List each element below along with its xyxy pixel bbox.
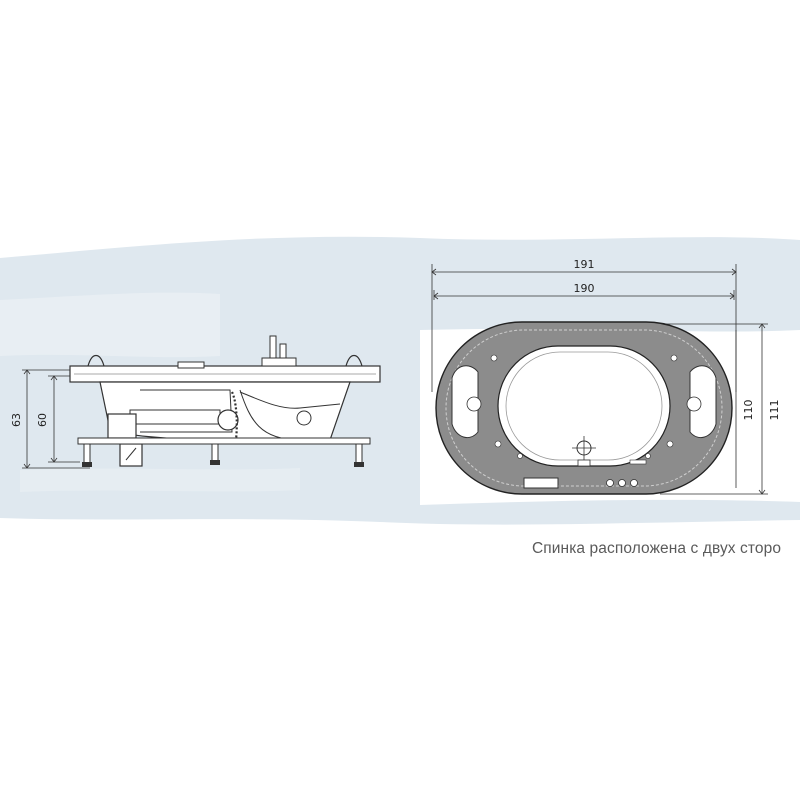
dim-top-length-outer: 191 bbox=[574, 258, 595, 271]
side-view bbox=[22, 335, 381, 469]
dim-top-width-outer: 111 bbox=[768, 400, 781, 421]
dim-side-height-outer: 63 bbox=[10, 413, 23, 427]
dim-top-length-inner: 190 bbox=[574, 282, 595, 295]
dim-top-width-inner: 110 bbox=[742, 400, 755, 421]
top-view bbox=[431, 264, 768, 495]
background-wash bbox=[0, 236, 800, 525]
caption-text: Спинка расположена с двух сторо bbox=[532, 540, 782, 557]
dim-side-height-inner: 60 bbox=[36, 413, 49, 427]
